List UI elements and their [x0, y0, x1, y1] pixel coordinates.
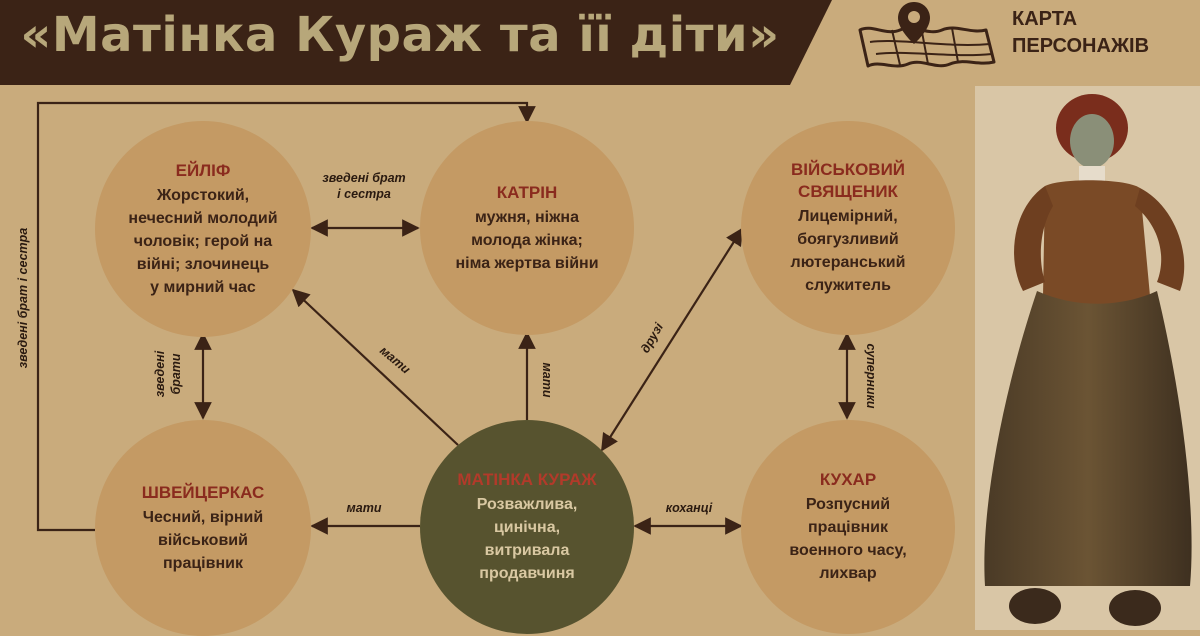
node-chaplain-name: Військовий священик	[791, 159, 905, 203]
node-chaplain-name-line: Військовий	[790, 160, 906, 179]
node-courage-desc: Розважлива, цинічна, витривала продавчин…	[477, 493, 578, 585]
node-cook: Кухар Розпусний працівник военного часу,…	[741, 420, 955, 634]
node-cook-desc-line: военного часу,	[789, 542, 907, 559]
node-cook-desc-line: Розпусний	[805, 496, 891, 513]
edge-label-line: зведені	[153, 350, 167, 398]
node-cook-name: Кухар	[819, 470, 877, 489]
arrow-courage-chaplain	[601, 227, 743, 452]
node-eilif-desc-line: Жорстокий,	[156, 186, 250, 204]
node-eilif-desc-line: нечесний молодий	[128, 209, 278, 227]
edge-label-line: брати	[169, 353, 183, 395]
node-chaplain-desc-line: лютеранський	[790, 254, 906, 271]
portrait-illustration	[975, 86, 1200, 630]
node-katrin-desc-line: німа жертва війни	[455, 254, 599, 272]
node-eilif-desc-line: чоловік; герой на	[133, 232, 273, 250]
node-chaplain: Військовий священик Лицемірний, боягузли…	[741, 121, 955, 335]
node-swiss-desc-line: військовий	[158, 531, 248, 549]
node-swiss-desc-line: працівник	[163, 554, 243, 572]
node-swiss-cheese: Швейцеркас Чесний, вірний військовий пра…	[95, 420, 311, 636]
node-courage-desc-line: цинічна,	[493, 519, 561, 536]
node-courage-desc-line: витривала	[484, 542, 570, 559]
node-swiss-desc: Чесний, вірний військовий працівник	[143, 506, 263, 575]
node-eilif-desc: Жорстокий, нечесний молодий чоловік; гер…	[128, 184, 277, 299]
node-katrin-name: Катрін	[496, 182, 558, 202]
node-chaplain-desc-line: боягузливий	[797, 231, 899, 248]
node-eilif-desc-line: у мирний час	[150, 278, 256, 296]
node-courage-name: Матінка Кураж	[457, 470, 597, 489]
node-cook-desc: Розпусний працівник военного часу, лихва…	[789, 493, 906, 585]
edge-label-chaplain-cook: суперники	[864, 343, 878, 409]
node-katrin-desc-line: мужня, ніжна	[475, 208, 579, 226]
edge-label-outer-loop: зведені брат і сестра	[16, 227, 30, 369]
map-label: КАРТА ПЕРСОНАЖІВ	[1012, 6, 1192, 60]
map-icon	[858, 2, 996, 68]
node-eilif-desc-line: війні; злочинець	[136, 255, 270, 273]
node-katrin-desc: мужня, ніжна молода жінка; німа жертва в…	[455, 206, 598, 275]
node-cook-desc-line: лихвар	[819, 565, 877, 582]
map-label-line-1: КАРТА	[1012, 8, 1078, 30]
node-chaplain-desc-line: Лицемірний,	[798, 208, 898, 225]
map-label-line-2: ПЕРСОНАЖІВ	[1012, 35, 1150, 57]
edge-label-courage-katrin: мати	[540, 362, 554, 398]
node-chaplain-desc: Лицемірний, боягузливий лютеранський слу…	[791, 205, 906, 297]
node-katrin-desc-line: молода жінка;	[471, 231, 583, 249]
edge-label-line: зведені брат	[322, 171, 406, 185]
map-pin-icon	[898, 2, 930, 44]
node-swiss-desc-line: Чесний, вірний	[142, 508, 264, 526]
header-right-panel	[790, 0, 1200, 85]
edge-label-courage-cook: коханці	[665, 501, 713, 515]
node-swiss-name: Швейцеркас	[141, 482, 265, 502]
node-eilif: Ейліф Жорстокий, нечесний молодий чолові…	[95, 121, 311, 337]
arrow-courage-eilif	[291, 288, 459, 446]
node-chaplain-name-line: священик	[798, 182, 898, 201]
node-katrin: Катрін мужня, ніжна молода жінка; німа ж…	[420, 121, 634, 335]
arrow-outer-loop	[36, 101, 536, 532]
node-cook-desc-line: працівник	[808, 519, 888, 536]
edge-label-eilif-swiss: зведені брати	[152, 346, 184, 402]
edge-label-line: і сестра	[337, 187, 391, 201]
edge-label-courage-swiss: мати	[346, 501, 382, 515]
mother-courage-portrait	[975, 86, 1200, 630]
node-eilif-name: Ейліф	[175, 160, 231, 180]
edge-label-eilif-katrin: зведені брат і сестра	[312, 170, 416, 202]
node-mother-courage: Матінка Кураж Розважлива, цинічна, витри…	[420, 420, 634, 634]
node-courage-desc-line: Розважлива,	[476, 496, 578, 513]
node-courage-desc-line: продавчиня	[479, 565, 575, 582]
node-chaplain-desc-line: служитель	[805, 277, 891, 294]
page-title: «Матінка Кураж та її діти»	[20, 7, 780, 63]
